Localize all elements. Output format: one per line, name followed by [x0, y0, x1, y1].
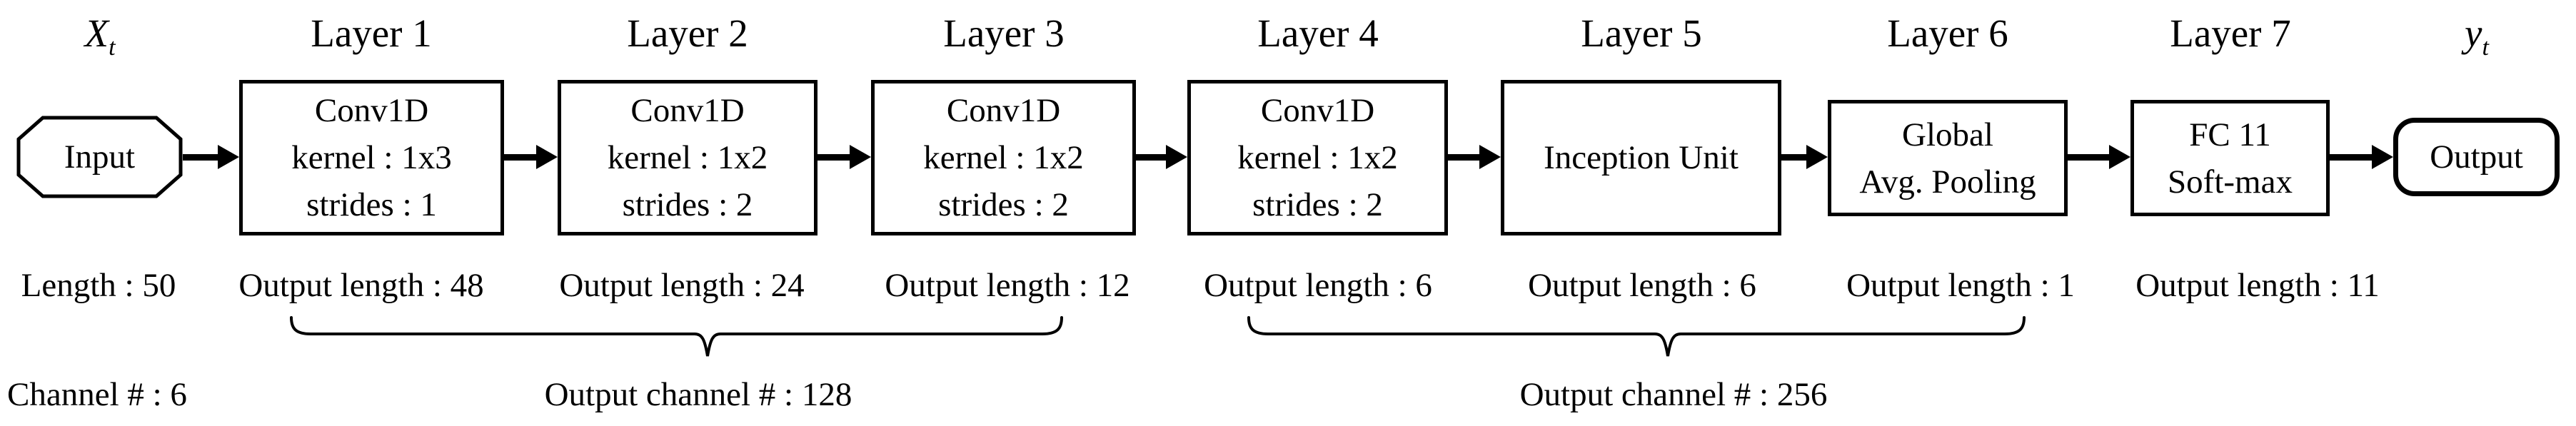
flow-arrow-layer4-to-layer5: [1448, 145, 1501, 169]
arrow-head-icon: [1806, 145, 1828, 169]
arrow-shaft: [183, 153, 218, 161]
arrow-head-icon: [2109, 145, 2130, 169]
layer-1-header: Layer 1: [311, 11, 432, 55]
arrow-head-icon: [2372, 145, 2393, 169]
output-variable-label: yt: [2391, 9, 2562, 61]
input-variable-label: Xt: [14, 9, 186, 61]
layer-box-line: Avg. Pooling: [1859, 163, 2036, 201]
flow-arrow-layer5-to-layer6: [1781, 145, 1828, 169]
layer-box-line: kernel : 1x2: [607, 139, 768, 176]
curly-brace-group-1: [290, 316, 1063, 357]
layer-box-line: Inception Unit: [1544, 139, 1739, 176]
layer-4-output-length-label: Output length : 6: [1204, 267, 1432, 304]
layer-5-box: Inception Unit: [1501, 80, 1781, 235]
arrow-head-icon: [536, 145, 558, 169]
layer-box-line: FC 11: [2189, 116, 2271, 153]
layer-box-line: Conv1D: [630, 92, 745, 129]
input-node: Input: [16, 116, 183, 198]
layer-1-output-length-label: Output length : 48: [238, 267, 484, 304]
arrow-head-icon: [1166, 145, 1187, 169]
layer-4-box: Conv1D kernel : 1x2 strides : 2: [1187, 80, 1448, 235]
input-length-label: Length : 50: [21, 267, 176, 304]
arrow-shaft: [1781, 153, 1806, 161]
layer-box-line: strides : 2: [622, 186, 753, 223]
input-variable-subscript: t: [109, 34, 116, 61]
layer-box-line: strides : 1: [306, 186, 437, 223]
layer-box-line: kernel : 1x2: [1237, 139, 1398, 176]
layer-box-line: Conv1D: [314, 92, 429, 129]
layer-box-line: kernel : 1x2: [923, 139, 1084, 176]
layer-2-box: Conv1D kernel : 1x2 strides : 2: [558, 80, 817, 235]
arrow-shaft: [1136, 153, 1166, 161]
arrow-shaft: [1448, 153, 1479, 161]
output-variable-main: y: [2465, 11, 2482, 55]
layer-4-header: Layer 4: [1257, 11, 1379, 55]
layer-3-box: Conv1D kernel : 1x2 strides : 2: [871, 80, 1136, 235]
flow-arrow-layer7-to-output: [2330, 145, 2393, 169]
arrow-head-icon: [1479, 145, 1501, 169]
layer-6-box: Global Avg. Pooling: [1828, 100, 2068, 216]
flow-arrow-layer2-to-layer3: [817, 145, 871, 169]
layer-5-output-length-label: Output length : 6: [1528, 267, 1756, 304]
layer-1-box: Conv1D kernel : 1x3 strides : 1: [239, 80, 504, 235]
layer-5-header: Layer 5: [1581, 11, 1702, 55]
layer-box-line: strides : 2: [938, 186, 1069, 223]
layer-box-line: Conv1D: [946, 92, 1061, 129]
flow-arrow-layer6-to-layer7: [2068, 145, 2130, 169]
layer-7-header: Layer 7: [2170, 11, 2291, 55]
arrow-shaft: [2068, 153, 2109, 161]
layer-box-line: Global: [1902, 116, 1993, 153]
input-variable-main: X: [84, 11, 109, 55]
output-node-label: Output: [2430, 138, 2523, 176]
layer-6-header: Layer 6: [1887, 11, 2008, 55]
layer-box-line: kernel : 1x3: [291, 139, 452, 176]
output-channel-group-1-label: Output channel # : 128: [544, 376, 852, 413]
curly-brace-group-2: [1247, 316, 2026, 357]
layer-7-box: FC 11 Soft-max: [2130, 100, 2330, 216]
layer-3-output-length-label: Output length : 12: [885, 267, 1130, 304]
arrow-head-icon: [218, 145, 239, 169]
input-channel-count-label: Channel # : 6: [7, 376, 187, 413]
octagon-shape-icon: [16, 116, 183, 198]
output-variable-subscript: t: [2482, 34, 2489, 61]
output-channel-group-2-label: Output channel # : 256: [1519, 376, 1828, 413]
layer-box-line: strides : 2: [1252, 186, 1383, 223]
arrow-shaft: [2330, 153, 2372, 161]
arrow-shaft: [504, 153, 536, 161]
layer-7-output-length-label: Output length : 11: [2135, 267, 2380, 304]
layer-box-line: Soft-max: [2168, 163, 2293, 201]
arrow-shaft: [817, 153, 850, 161]
input-node-label: Input: [64, 138, 136, 176]
flow-arrow-layer1-to-layer2: [504, 145, 558, 169]
arrow-head-icon: [850, 145, 871, 169]
layer-2-output-length-label: Output length : 24: [559, 267, 805, 304]
layer-3-header: Layer 3: [943, 11, 1065, 55]
layer-6-output-length-label: Output length : 1: [1846, 267, 2075, 304]
layer-box-line: Conv1D: [1260, 92, 1375, 129]
output-node: Output: [2393, 118, 2560, 196]
flow-arrow-input-to-layer1: [183, 145, 239, 169]
flow-arrow-layer3-to-layer4: [1136, 145, 1187, 169]
layer-2-header: Layer 2: [627, 11, 748, 55]
